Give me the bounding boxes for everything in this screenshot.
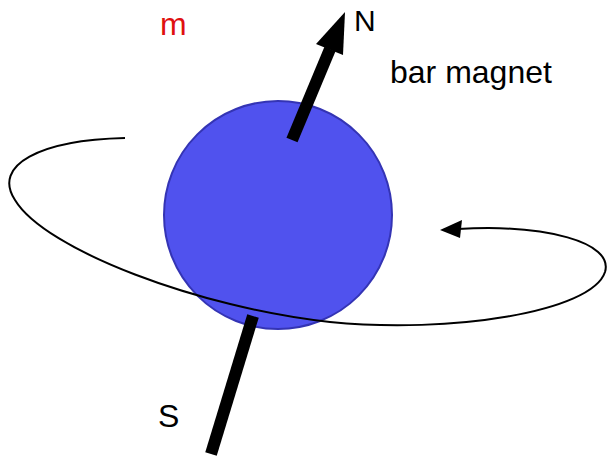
pole-label: N bbox=[354, 6, 376, 36]
magnet-arrowhead bbox=[316, 12, 345, 55]
part-label: bar magnet bbox=[390, 56, 552, 88]
rotation-orbit bbox=[9, 138, 606, 325]
magnet-south-bar bbox=[211, 316, 253, 454]
moment-label: m bbox=[160, 8, 187, 40]
magnet-north-bar bbox=[292, 49, 330, 140]
pole-label: S bbox=[158, 400, 179, 432]
rotation-arrowhead bbox=[440, 220, 462, 238]
